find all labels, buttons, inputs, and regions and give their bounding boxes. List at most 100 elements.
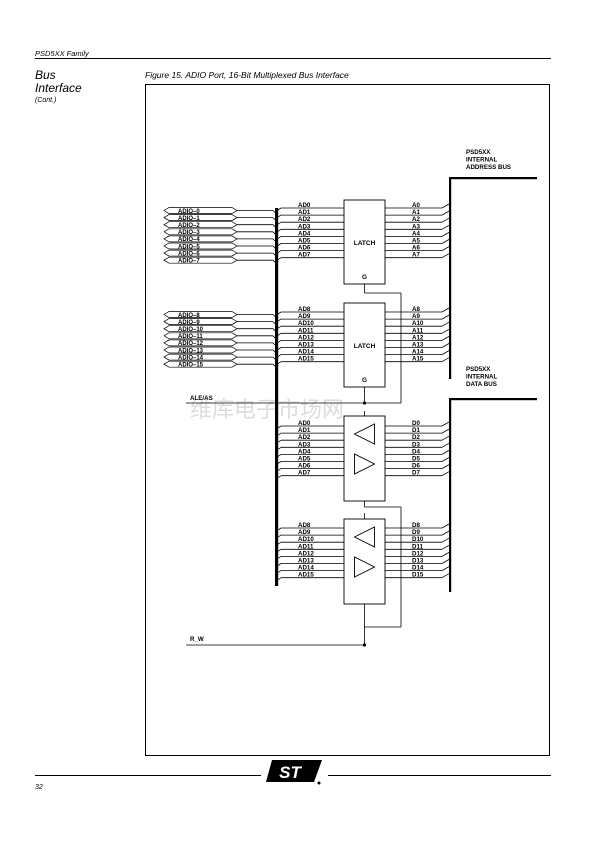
buf2-in-bend xyxy=(277,527,282,531)
latch2-ad-label: AD10 xyxy=(298,320,314,327)
adio-high-label: ADIO–8 xyxy=(178,313,200,319)
adio-low-label: ADIO–5 xyxy=(178,244,200,250)
ale-label: ALE/AS xyxy=(190,395,213,402)
latch2-ad-label: AD11 xyxy=(298,327,314,334)
adio-high-label: ADIO–11 xyxy=(178,334,203,340)
adio-high-pin-shape xyxy=(163,318,238,325)
latch2-in-bend xyxy=(277,340,282,343)
data-bus-label: DATA BUS xyxy=(466,381,497,388)
latch2-ad-label: AD12 xyxy=(298,334,314,341)
latch1-in-bend xyxy=(277,236,282,239)
latch2-out-label: A11 xyxy=(412,327,424,334)
footer-rule-right xyxy=(328,775,551,776)
buf1-out-bend xyxy=(441,442,450,448)
section-title-line2: Interface xyxy=(35,81,82,95)
latch1-ad-label: AD1 xyxy=(298,209,311,216)
page-number: 32 xyxy=(35,784,43,791)
buf2-out-label: D13 xyxy=(412,558,424,565)
adio-low-label: ADIO–0 xyxy=(178,209,200,215)
buf2-ad-label: AD11 xyxy=(298,543,314,550)
buf1-out-label: D0 xyxy=(412,420,420,427)
adio-high-label: ADIO–9 xyxy=(178,320,200,326)
buf2-ad-label: AD12 xyxy=(298,550,314,557)
buf1-out-label: D7 xyxy=(412,470,420,477)
buf2-ad-label: AD15 xyxy=(298,572,314,579)
latch2-in-bend xyxy=(277,332,282,336)
buf2-out-label: D15 xyxy=(412,572,424,579)
latch1-out-bend xyxy=(441,239,450,244)
latch1-latch-label: LATCH xyxy=(354,240,376,247)
latch2-ad-label: AD13 xyxy=(298,342,314,349)
latch2-in-bend xyxy=(277,325,282,329)
adio-low-label: ADIO–7 xyxy=(178,259,200,265)
adio-low-label: ADIO–4 xyxy=(178,237,200,243)
adio-low-pin-shape xyxy=(163,235,238,243)
buf1-out-label: D6 xyxy=(412,463,420,470)
buf2-in-bend xyxy=(277,577,282,581)
latch2-in-bend xyxy=(277,311,282,315)
latch1-out-bend xyxy=(441,217,450,223)
buf1-out-bend xyxy=(441,471,450,477)
latch2-out-label: A14 xyxy=(412,349,424,356)
latch2-out-bend xyxy=(441,321,450,327)
latch1-out-label: A5 xyxy=(412,238,420,245)
latch1-in-bend xyxy=(277,257,282,261)
latch2-out-label: A15 xyxy=(412,356,424,363)
adio-high-label: ADIO–13 xyxy=(178,348,204,354)
buf2-out-bend xyxy=(441,537,450,543)
buf1-ad-label: AD3 xyxy=(298,441,311,448)
latch1-out-label: A0 xyxy=(412,202,420,209)
buf2-in-bend xyxy=(277,541,282,545)
latch1-out-bend xyxy=(441,224,450,230)
buf2-in-bend xyxy=(277,556,282,559)
latch2-ad-label: AD14 xyxy=(298,349,314,356)
adio-low-label: ADIO–3 xyxy=(178,230,200,236)
figure-frame xyxy=(145,84,550,756)
latch2-ad-label: AD8 xyxy=(298,306,311,313)
adio-high-pin-shape xyxy=(163,311,238,318)
buf1-in-bend xyxy=(277,454,282,457)
svg-text:ST: ST xyxy=(279,763,302,782)
adio-low-pin-shape xyxy=(163,242,238,250)
buf2-out-bend xyxy=(441,559,450,564)
buf2-out-bend xyxy=(441,566,450,571)
footer-rule-left xyxy=(35,775,261,776)
adio-high-label: ADIO–15 xyxy=(178,363,204,369)
latch2-out-bend xyxy=(441,343,450,348)
buf1-in-bend xyxy=(277,439,282,443)
latch2-out-bend xyxy=(441,357,450,363)
adio-low-pin-shape xyxy=(163,228,238,236)
latch2-out-bend xyxy=(441,336,450,341)
adio-low-pin-shape xyxy=(163,256,238,264)
buf2-ad-label: AD14 xyxy=(298,565,314,572)
latch2-out-bend xyxy=(441,307,450,313)
buf2-buffer-right xyxy=(354,556,376,578)
latch2-out-label: A8 xyxy=(412,306,420,313)
latch1-out-bend xyxy=(441,253,450,259)
latch2-out-label: A12 xyxy=(412,334,424,341)
buf2-out-label: D8 xyxy=(412,522,420,529)
buf2-ad-label: AD10 xyxy=(298,536,314,543)
header-rule-right xyxy=(130,58,551,59)
latch1-gate-label: G xyxy=(362,274,367,281)
buf1-out-bend xyxy=(441,428,450,434)
buf2-out-label: D12 xyxy=(412,550,424,557)
section-title-line1: Bus xyxy=(35,68,56,82)
latch1-out-label: A3 xyxy=(412,223,420,230)
latch2-ad-label: AD9 xyxy=(298,313,311,320)
buf1-out-bend xyxy=(441,435,450,441)
latch1-out-label: A4 xyxy=(412,230,420,237)
latch1-ad-label: AD7 xyxy=(298,252,311,259)
latch1-ad-label: AD0 xyxy=(298,202,311,209)
figure-caption: Figure 15. ADIO Port, 16-Bit Multiplexed… xyxy=(145,70,349,80)
buf1-ad-label: AD4 xyxy=(298,448,311,455)
adio-low-pin-shape xyxy=(163,249,238,257)
adio-high-label: ADIO–14 xyxy=(178,355,204,361)
buf1-out-label: D1 xyxy=(412,427,420,434)
buf1-in-bend xyxy=(277,425,282,429)
buf2-out-bend xyxy=(441,573,450,579)
buf2-out-label: D9 xyxy=(412,529,420,536)
data-bus-label: INTERNAL xyxy=(466,374,497,381)
latch2-out-bend xyxy=(441,328,450,334)
